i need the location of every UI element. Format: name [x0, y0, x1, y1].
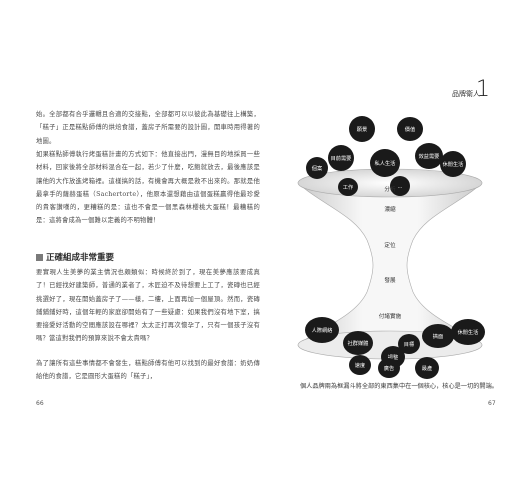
- top-bubble: 願景: [349, 116, 375, 142]
- chapter-number: 1: [476, 77, 490, 102]
- funnel-stage-label: 定位: [384, 241, 396, 249]
- bottom-bubble-label: 調整: [388, 353, 398, 361]
- bottom-bubble-shape: [422, 324, 454, 348]
- funnel-diagram: 願景價值目前需要私人生活個案效益需要休閒生活工作... 分析濃縮定位發展付諸實施…: [260, 0, 520, 500]
- top-bubble: 效益需要: [415, 143, 443, 169]
- figure-caption: 個人品牌兩為框漏斗將全部的東西集中在一個核心，核心是一切的開端。: [300, 383, 498, 390]
- bottom-bubble-label: 社群媒體: [348, 339, 369, 347]
- bottom-bubble-label: 人際網絡: [312, 326, 334, 334]
- top-bubble-shape: [338, 178, 358, 196]
- top-bubble-shape: [370, 149, 400, 177]
- bottom-bubble-shape: [415, 357, 439, 379]
- top-bubble-label: 願景: [357, 126, 367, 133]
- funnel-stage-label: 發展: [384, 276, 396, 284]
- page-number-left: 66: [36, 400, 44, 407]
- bottom-bubble: 人際網絡: [305, 317, 339, 343]
- square-bullet-icon: [36, 253, 43, 261]
- top-bubble-label: 價值: [405, 125, 415, 133]
- top-bubble-label: ...: [398, 184, 403, 190]
- bottom-bubble: 速度: [349, 355, 371, 375]
- paragraph-3: 要實現人生美夢的業主情況也頗類似：時候終於到了，現在美夢應該要成真了！已經找好建…: [36, 269, 260, 343]
- funnel-stage-label: 付諸實施: [379, 312, 402, 320]
- top-bubble: 休閒生活: [440, 151, 466, 177]
- bottom-bubble-label: 目標: [404, 340, 415, 348]
- bottom-bubble: 廣告: [378, 358, 400, 378]
- top-bubble: 私人生活: [370, 149, 400, 177]
- top-bubble-shape: [397, 117, 423, 141]
- funnel-stage-label: 分析: [384, 185, 396, 193]
- top-bubble-label: 工作: [343, 183, 353, 191]
- top-bubble-label: 目前需要: [331, 154, 352, 162]
- bottom-bubble: 目標: [398, 334, 420, 354]
- top-bubble-shape: [415, 143, 443, 169]
- bottom-bubble-shape: [349, 355, 371, 375]
- paragraph-1: 始。全部都有合乎邏輯且合適的交接點，全部都可以以彼此為基礎往上構築，「糕子」正是…: [36, 111, 260, 145]
- bottom-bubble-shape: [378, 358, 400, 378]
- chapter-title: 品牌衛人: [452, 90, 480, 98]
- top-bubble: ...: [390, 176, 410, 196]
- section-heading: 正確組成非常重要: [36, 251, 114, 263]
- bottom-bubble-shape: [343, 331, 373, 355]
- paragraph-2: 如果糕點師傅執行烤蛋糕計畫的方式如下：他直接出門，漫無目的地採買一些材料，回家後…: [36, 151, 260, 225]
- top-bubble-shape: [440, 151, 466, 177]
- bottom-bubble-label: 搞面: [433, 332, 443, 340]
- top-bubble: 個案: [306, 157, 328, 179]
- top-bubble-shape: [328, 145, 354, 171]
- top-bubble-shape: [390, 176, 410, 196]
- bottom-bubble-label: 休閒生活: [458, 328, 479, 336]
- bottom-bubble-label: 速度: [355, 361, 365, 369]
- top-bubble-label: 休閒生活: [443, 160, 464, 168]
- top-bubble-label: 效益需要: [419, 152, 440, 160]
- bottom-bubble: 休閒生活: [451, 319, 485, 345]
- funnel-svg: 願景價值目前需要私人生活個案效益需要休閒生活工作... 分析濃縮定位發展付諸實施…: [297, 116, 485, 379]
- paragraph-4: 為了讓所有這些事情都不會發生，糕點師傅有他可以找到的最好食譜：奶奶傳給他的食譜，…: [36, 360, 260, 381]
- top-bubble: 工作: [338, 178, 358, 196]
- bottom-bubble-shape: [451, 319, 485, 345]
- bottom-bubble-label: 廣告: [384, 364, 394, 372]
- bottom-bubble-shape: [398, 334, 420, 354]
- funnel-stage-label: 濃縮: [384, 205, 396, 213]
- top-bubble-label: 私人生活: [375, 159, 396, 167]
- bottom-bubble: 社群媒體: [343, 331, 373, 355]
- bottom-bubble: 最產: [415, 357, 439, 379]
- left-page: 始。全部都有合乎邏輯且合適的交接點，全部都可以以彼此為基礎往上構築，「糕子」正是…: [36, 111, 260, 407]
- top-bubble: 價值: [397, 117, 423, 141]
- top-bubble-label: 個案: [312, 164, 323, 172]
- top-bubble: 目前需要: [328, 145, 354, 171]
- section-heading-text: 正確組成非常重要: [46, 253, 115, 263]
- top-bubble-shape: [306, 157, 328, 179]
- bottom-bubble-label: 最產: [422, 364, 432, 372]
- bottom-bubble-shape: [305, 317, 339, 343]
- page-number-right: 67: [488, 400, 496, 407]
- bottom-bubble: 搞面: [422, 324, 454, 348]
- top-bubble-shape: [349, 116, 375, 142]
